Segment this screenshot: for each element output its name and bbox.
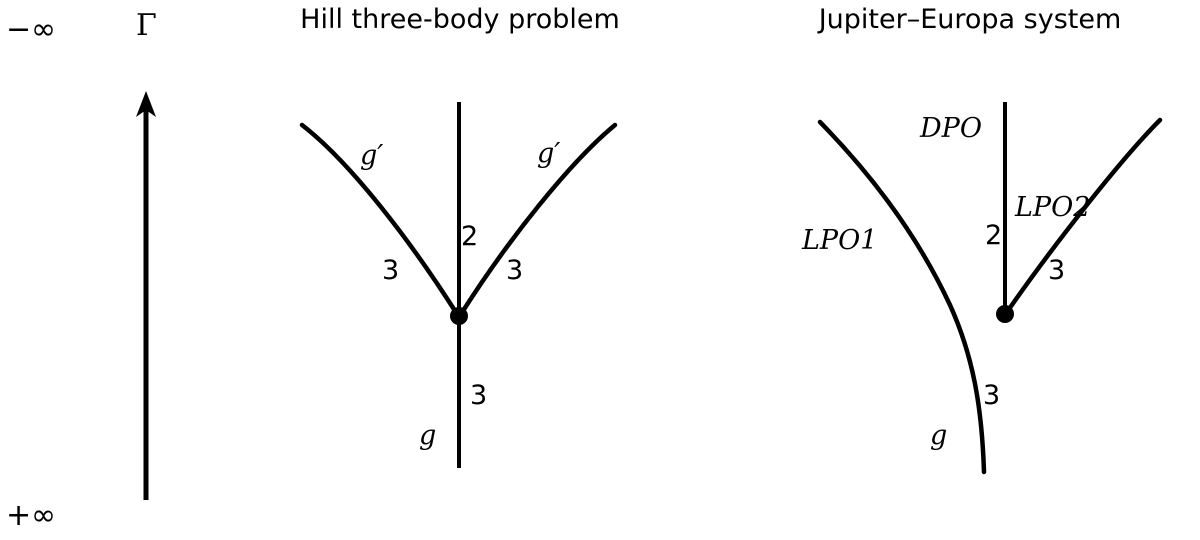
hill-bifurcation-point — [450, 307, 468, 325]
jupiter-europa-bifurcation-diagram — [817, 102, 1163, 475]
je-lpo1-branch — [817, 119, 987, 475]
panel-title-hill: Hill three-body problem — [300, 4, 620, 35]
hill-label-multiplicity-2: 2 — [461, 221, 479, 252]
hill-label-multiplicity-3-right: 3 — [506, 255, 524, 286]
je-label-g-bottom: g — [930, 420, 948, 451]
je-label-multiplicity-2: 2 — [985, 220, 1003, 251]
je-label-lpo2: LPO2 — [1015, 192, 1091, 223]
axis-arrow-icon — [136, 91, 156, 500]
hill-left-branch — [299, 122, 460, 317]
je-bifurcation-point — [996, 305, 1014, 323]
hill-label-g-prime-right: g′ — [537, 138, 561, 169]
panel-title-jupiter-europa: Jupiter–Europa system — [818, 4, 1122, 35]
axis-bottom-label: +∞ — [6, 498, 57, 533]
hill-label-g-prime-left: g′ — [360, 140, 384, 171]
hill-label-multiplicity-3-left: 3 — [382, 255, 400, 286]
hill-right-branch — [458, 122, 618, 317]
je-lpo2-branch — [1004, 117, 1163, 315]
hill-label-g-bottom: g — [419, 420, 437, 451]
axis-symbol-gamma: Γ — [136, 8, 157, 43]
hill-bifurcation-diagram — [299, 102, 618, 468]
je-label-dpo: DPO — [920, 113, 982, 144]
hill-label-multiplicity-3-bottom: 3 — [470, 380, 488, 411]
je-label-multiplicity-3-bottom: 3 — [983, 380, 1001, 411]
axis-top-label: −∞ — [6, 12, 57, 47]
je-label-multiplicity-3-right: 3 — [1048, 255, 1066, 286]
je-label-lpo1: LPO1 — [802, 225, 878, 256]
